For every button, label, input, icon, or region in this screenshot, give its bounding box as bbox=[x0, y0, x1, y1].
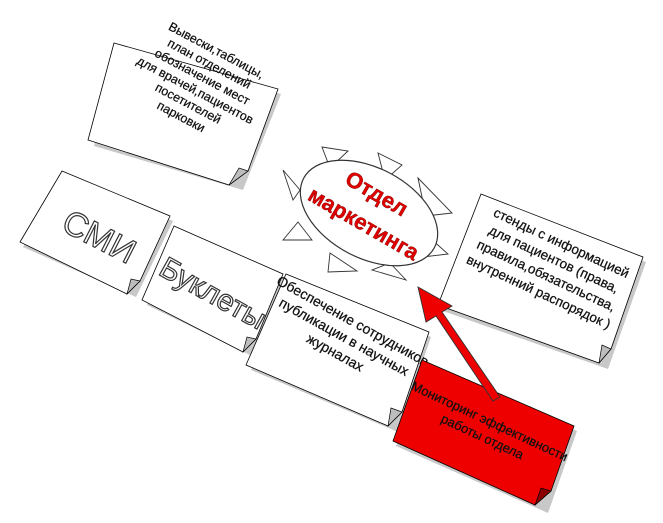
star-ray bbox=[282, 221, 313, 241]
marketing-department-node: Отдел маркетинга bbox=[299, 159, 439, 267]
note-stands: стенды с информацией для пациентов (прав… bbox=[437, 193, 646, 369]
arrow-icon bbox=[417, 286, 501, 402]
star-ray bbox=[282, 169, 301, 201]
note-signs-fold bbox=[228, 167, 249, 186]
note-media: СМИ bbox=[19, 170, 173, 297]
note-signs: Вывески,таблицы, план отделений обозначе… bbox=[87, 19, 281, 190]
star-ray bbox=[370, 262, 408, 281]
note-analysis-fold bbox=[534, 487, 552, 507]
note-booklets-fold bbox=[242, 336, 257, 354]
note-booklets: Буклеты bbox=[141, 225, 285, 356]
note-media-fold bbox=[126, 278, 141, 296]
note-stands-fold bbox=[598, 344, 612, 365]
center-ellipse bbox=[299, 159, 439, 267]
note-publications-fold bbox=[387, 407, 403, 428]
feedback-arrow bbox=[417, 286, 501, 402]
star-ray bbox=[327, 252, 359, 273]
